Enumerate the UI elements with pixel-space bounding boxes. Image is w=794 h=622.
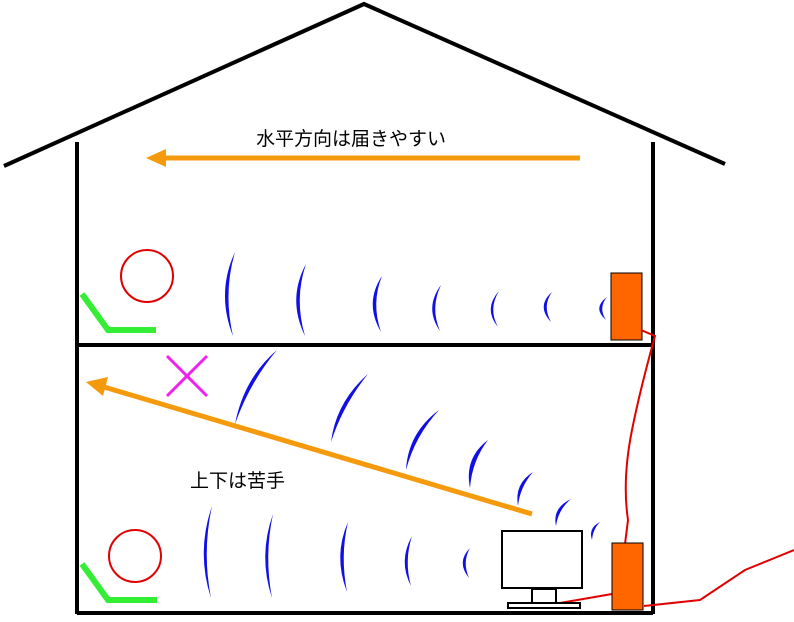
wave-arc bbox=[331, 374, 368, 442]
wave-arc bbox=[490, 291, 499, 327]
cables bbox=[559, 329, 794, 607]
wave-arc bbox=[372, 276, 382, 332]
cable-outside bbox=[643, 549, 794, 607]
lower-waves bbox=[203, 506, 470, 598]
wave-arc bbox=[404, 536, 412, 586]
wave-arc bbox=[555, 499, 571, 526]
diagonal-waves bbox=[235, 350, 600, 540]
cross-mark-icon bbox=[165, 354, 209, 398]
house-outline bbox=[3, 1, 726, 615]
monitor-icon bbox=[501, 530, 583, 609]
wave-arc bbox=[432, 285, 441, 331]
wave-arc bbox=[340, 522, 348, 592]
cable-between-routers bbox=[624, 329, 657, 545]
vertical-arrow bbox=[86, 377, 533, 517]
wave-arc bbox=[599, 297, 607, 320]
wave-arc bbox=[517, 472, 533, 506]
router-lower bbox=[611, 542, 644, 611]
check-mark-icon bbox=[79, 292, 156, 333]
wave-arc bbox=[265, 514, 273, 598]
circle-mark-icon bbox=[108, 529, 162, 583]
router-upper bbox=[610, 272, 643, 341]
horizontal-label: 水平方向は届きやすい bbox=[256, 128, 446, 150]
wave-arc bbox=[462, 548, 470, 578]
wave-arc bbox=[406, 410, 439, 470]
wave-arc bbox=[296, 264, 306, 336]
wave-arc bbox=[235, 350, 277, 424]
circle-mark-icon bbox=[120, 249, 174, 303]
vertical-label: 上下は苦手 bbox=[190, 470, 285, 492]
horizontal-arrow bbox=[146, 149, 580, 167]
wave-arc bbox=[591, 522, 600, 540]
wave-arc bbox=[468, 440, 488, 488]
wave-arc bbox=[224, 252, 235, 336]
check-mark-icon bbox=[79, 562, 157, 603]
wave-arc bbox=[203, 506, 212, 598]
wave-arc bbox=[543, 292, 552, 322]
cable-pc bbox=[559, 593, 613, 604]
upper-waves bbox=[224, 252, 607, 336]
roof bbox=[3, 1, 726, 168]
